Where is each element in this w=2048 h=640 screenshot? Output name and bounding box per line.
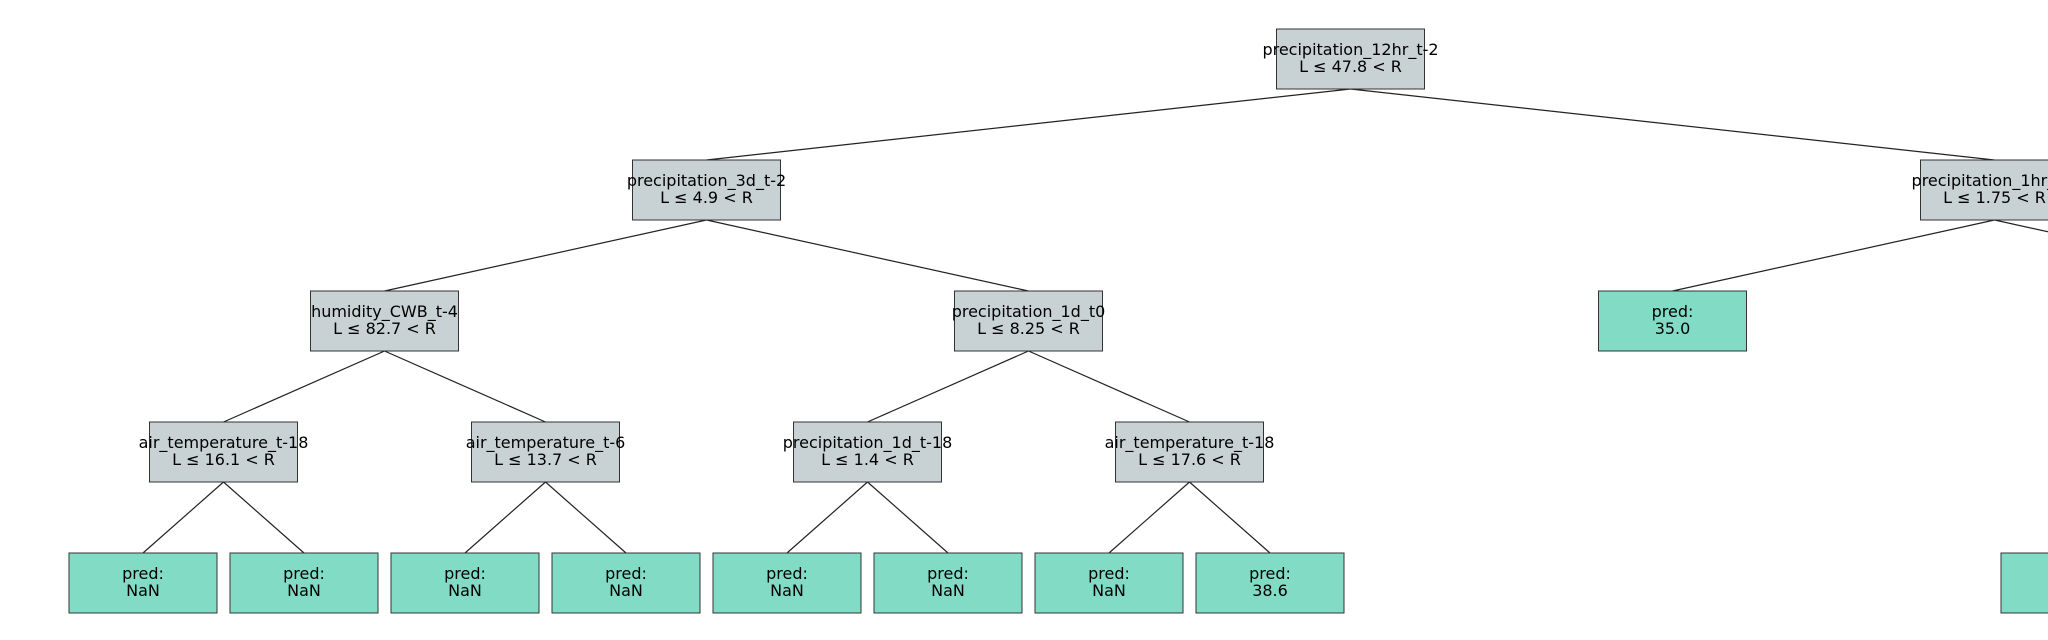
split-threshold-label: L ≤ 47.8 < R xyxy=(1299,57,1402,76)
leaf-pred-label: pred: xyxy=(927,564,969,583)
split-node: precipitation_1hr_t-1L ≤ 1.75 < R xyxy=(1912,159,2048,221)
split-node: precipitation_1d_t-18L ≤ 1.4 < R xyxy=(783,421,953,483)
leaf-pred-label: pred: xyxy=(283,564,325,583)
leaf-box xyxy=(712,552,862,614)
leaf-pred-value: NaN xyxy=(609,581,643,600)
leaf-pred-label: pred: xyxy=(766,564,808,583)
tree-edge xyxy=(223,481,305,554)
leaf-pred-value: 38.6 xyxy=(1252,581,1288,600)
leaf-box xyxy=(1598,290,1747,352)
leaf-box xyxy=(2000,552,2048,614)
split-box xyxy=(954,290,1103,352)
leaf-box xyxy=(1034,552,1184,614)
leaf-node: pred:NaN xyxy=(68,552,218,614)
split-box xyxy=(1115,421,1264,483)
split-box xyxy=(1276,28,1425,90)
tree-edge xyxy=(1108,481,1190,554)
split-box xyxy=(1920,159,2048,221)
tree-edge xyxy=(1672,219,1995,292)
tree-edge xyxy=(1350,88,1995,161)
leaf-box xyxy=(229,552,379,614)
leaf-box xyxy=(68,552,218,614)
leaf-node: pred:NaN xyxy=(390,552,540,614)
split-node: precipitation_12hr_t-2L ≤ 47.8 < R xyxy=(1262,28,1439,90)
tree-edge xyxy=(1189,481,1271,554)
leaf-box xyxy=(551,552,701,614)
leaf-pred-value: NaN xyxy=(770,581,804,600)
leaf-box xyxy=(1195,552,1345,614)
tree-edge xyxy=(1994,219,2048,233)
tree-edges xyxy=(142,88,2048,554)
split-threshold-label: L ≤ 82.7 < R xyxy=(333,319,436,338)
tree-edge xyxy=(867,350,1029,423)
leaf-pred-value: NaN xyxy=(448,581,482,600)
split-node: precipitation_3d_t-2L ≤ 4.9 < R xyxy=(627,159,786,221)
split-threshold-label: L ≤ 16.1 < R xyxy=(172,450,275,469)
tree-edge xyxy=(786,481,868,554)
leaf-box xyxy=(390,552,540,614)
split-node: humidity_CWB_t-4L ≤ 82.7 < R xyxy=(310,290,459,352)
split-threshold-label: L ≤ 1.4 < R xyxy=(821,450,914,469)
leaf-node: pred:NaN xyxy=(2000,552,2048,614)
leaf-node: pred:NaN xyxy=(1034,552,1184,614)
leaf-node: pred:38.6 xyxy=(1195,552,1345,614)
split-feature-label: air_temperature_t-6 xyxy=(466,433,626,453)
leaf-pred-label: pred: xyxy=(605,564,647,583)
leaf-node: pred:NaN xyxy=(873,552,1023,614)
leaf-node: pred:35.0 xyxy=(1598,290,1747,352)
leaf-pred-label: pred: xyxy=(122,564,164,583)
leaf-pred-label: pred: xyxy=(1249,564,1291,583)
leaf-pred-value: NaN xyxy=(126,581,160,600)
split-threshold-label: L ≤ 8.25 < R xyxy=(977,319,1080,338)
tree-edge xyxy=(1028,350,1190,423)
split-feature-label: precipitation_1d_t-18 xyxy=(783,433,953,453)
tree-edge xyxy=(223,350,385,423)
split-node: air_temperature_t-18L ≤ 17.6 < R xyxy=(1105,421,1275,483)
split-feature-label: air_temperature_t-18 xyxy=(139,433,309,453)
split-feature-label: precipitation_1hr_t-1 xyxy=(1912,171,2048,191)
leaf-box xyxy=(873,552,1023,614)
split-feature-label: precipitation_3d_t-2 xyxy=(627,171,786,191)
split-feature-label: precipitation_12hr_t-2 xyxy=(1262,40,1438,60)
split-node: air_temperature_t-18L ≤ 16.1 < R xyxy=(139,421,309,483)
leaf-pred-value: NaN xyxy=(287,581,321,600)
tree-edge xyxy=(706,219,1029,292)
tree-edge xyxy=(464,481,546,554)
tree-edge xyxy=(384,219,707,292)
leaf-pred-label: pred: xyxy=(444,564,486,583)
split-box xyxy=(471,421,620,483)
tree-edge xyxy=(706,88,1351,161)
leaf-node: pred:NaN xyxy=(229,552,379,614)
split-box xyxy=(793,421,942,483)
leaf-pred-value: NaN xyxy=(1092,581,1126,600)
split-threshold-label: L ≤ 17.6 < R xyxy=(1138,450,1241,469)
leaf-node: pred:NaN xyxy=(712,552,862,614)
split-node: precipitation_1d_t0L ≤ 8.25 < R xyxy=(952,290,1106,352)
split-box xyxy=(310,290,459,352)
leaf-pred-label: pred: xyxy=(1652,302,1694,321)
tree-edge xyxy=(545,481,627,554)
leaf-pred-value: NaN xyxy=(931,581,965,600)
split-box xyxy=(149,421,298,483)
split-threshold-label: L ≤ 1.75 < R xyxy=(1943,188,2046,207)
tree-edge xyxy=(867,481,949,554)
leaf-pred-value: 35.0 xyxy=(1655,319,1691,338)
split-box xyxy=(632,159,781,221)
tree-edge xyxy=(142,481,224,554)
split-threshold-label: L ≤ 13.7 < R xyxy=(494,450,597,469)
tree-edge xyxy=(384,350,546,423)
leaf-node: pred:NaN xyxy=(551,552,701,614)
split-node: air_temperature_t-6L ≤ 13.7 < R xyxy=(466,421,626,483)
leaf-pred-label: pred: xyxy=(1088,564,1130,583)
split-feature-label: humidity_CWB_t-4 xyxy=(311,302,458,322)
split-feature-label: air_temperature_t-18 xyxy=(1105,433,1275,453)
split-feature-label: precipitation_1d_t0 xyxy=(952,302,1106,322)
split-threshold-label: L ≤ 4.9 < R xyxy=(660,188,753,207)
